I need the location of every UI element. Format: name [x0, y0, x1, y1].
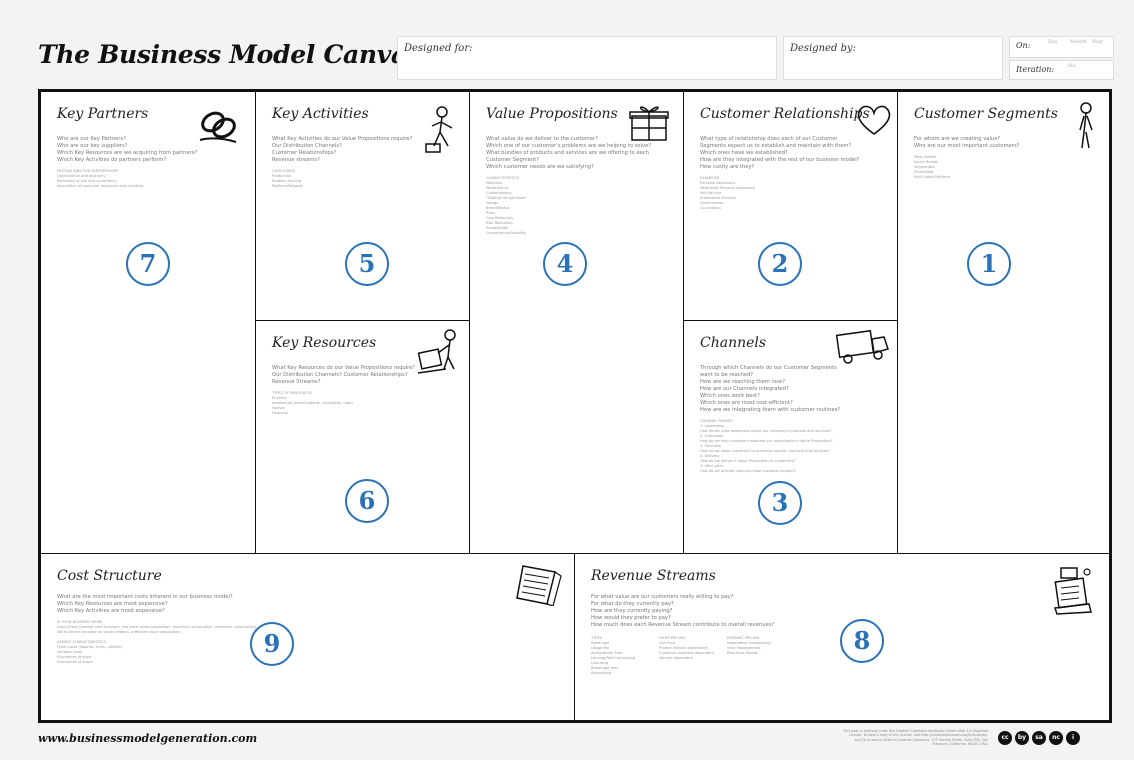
customer-segments-title: Customer Segments — [914, 106, 1058, 122]
key-resources-number: 6 — [345, 479, 389, 523]
website-link[interactable]: www.businessmodelgeneration.com — [38, 732, 258, 745]
iteration-hint: No. — [1068, 63, 1077, 69]
gift-box-icon — [629, 106, 669, 141]
receipt-icon — [516, 565, 562, 606]
designed-by-label: Designed by: — [790, 43, 857, 54]
date-day-hint: Day — [1048, 39, 1058, 45]
designed-for-field[interactable]: Designed for: — [397, 36, 777, 80]
business-model-canvas: Key Partners Who are our Key Partners? W… — [38, 89, 1112, 723]
cost-structure-block[interactable]: Cost Structure What are the most importa… — [41, 554, 575, 720]
revenue-streams-title: Revenue Streams — [591, 568, 716, 584]
customer-segments-questions: For whom are we creating value? Who are … — [914, 136, 1020, 179]
customer-relationships-questions: What type of relationship does each of o… — [700, 136, 860, 210]
customer-relationships-number: 2 — [758, 242, 802, 286]
value-propositions-block[interactable]: Value Propositions What value do we deli… — [470, 92, 684, 554]
date-year-hint: Year — [1092, 39, 1104, 45]
key-partners-block[interactable]: Key Partners Who are our Key Partners? W… — [41, 92, 256, 554]
designed-by-field[interactable]: Designed by: — [783, 36, 1003, 80]
value-propositions-title: Value Propositions — [486, 106, 618, 122]
channels-block[interactable]: Channels Through which Channels do our C… — [684, 321, 898, 554]
key-activities-questions: What Key Activities do our Value Proposi… — [272, 136, 413, 188]
chain-links-icon — [199, 111, 237, 143]
key-partners-number: 7 — [126, 242, 170, 286]
revenue-streams-number: 8 — [840, 619, 884, 663]
customer-segments-number: 1 — [967, 242, 1011, 286]
key-activities-title: Key Activities — [272, 106, 369, 122]
cash-register-icon — [1053, 567, 1092, 615]
key-resources-title: Key Resources — [272, 335, 377, 351]
worker-icon — [425, 106, 453, 153]
worker-with-cart-icon — [417, 329, 456, 374]
key-partners-title: Key Partners — [57, 106, 149, 122]
non-commercial-icon: nc — [1049, 731, 1063, 745]
attribution-icon: by — [1015, 731, 1029, 745]
key-resources-questions: What Key Resources do our Value Proposit… — [272, 365, 416, 415]
page-title: The Business Model Canvas — [38, 40, 421, 69]
delivery-truck-icon — [836, 329, 889, 364]
dynamic-pricing-list: DYNAMIC PRICING Negotiation (bargaining)… — [727, 636, 772, 655]
on-label: On: — [1016, 41, 1031, 50]
date-field[interactable]: On: Day Month Year — [1009, 36, 1114, 58]
revenue-streams-questions: For what value are our customers really … — [591, 594, 775, 628]
cost-structure-number: 9 — [250, 622, 294, 666]
key-partners-questions: Who are our Key Partners? Who are our ke… — [57, 136, 198, 188]
revenue-streams-block[interactable]: Revenue Streams For what value are our c… — [575, 554, 1109, 720]
channels-number: 3 — [758, 481, 802, 525]
person-icon — [1079, 102, 1093, 149]
cost-structure-questions: What are the most important costs inhere… — [57, 594, 257, 664]
value-propositions-questions: What value do we deliver to the customer… — [486, 136, 652, 235]
heart-icon — [857, 105, 891, 135]
cc-icon: cc — [998, 731, 1012, 745]
key-resources-block[interactable]: Key Resources What Key Resources do our … — [256, 321, 470, 554]
customer-segments-block[interactable]: Customer Segments For whom are we creati… — [898, 92, 1109, 554]
fixed-pricing-list: FIXED PRICING List Price Product feature… — [659, 636, 714, 660]
share-alike-icon: sa — [1032, 731, 1046, 745]
customer-relationships-title: Customer Relationships — [700, 106, 870, 122]
creative-commons-badges[interactable]: cc by sa nc i — [998, 731, 1080, 745]
designed-for-label: Designed for: — [404, 43, 473, 54]
license-text: This work is licensed under the Creative… — [843, 729, 988, 747]
cost-structure-title: Cost Structure — [57, 568, 162, 584]
key-activities-block[interactable]: Key Activities What Key Activities do ou… — [256, 92, 470, 321]
info-icon: i — [1066, 731, 1080, 745]
value-propositions-number: 4 — [543, 242, 587, 286]
channels-title: Channels — [700, 335, 767, 351]
customer-relationships-block[interactable]: Customer Relationships What type of rela… — [684, 92, 898, 321]
channels-questions: Through which Channels do our Customer S… — [700, 365, 841, 473]
date-month-hint: Month — [1070, 39, 1087, 45]
iteration-label: Iteration: — [1016, 65, 1055, 74]
revenue-types-list: TYPES Asset sale Usage fee Subscription … — [591, 636, 636, 675]
key-activities-number: 5 — [345, 242, 389, 286]
iteration-field[interactable]: Iteration: No. — [1009, 60, 1114, 80]
